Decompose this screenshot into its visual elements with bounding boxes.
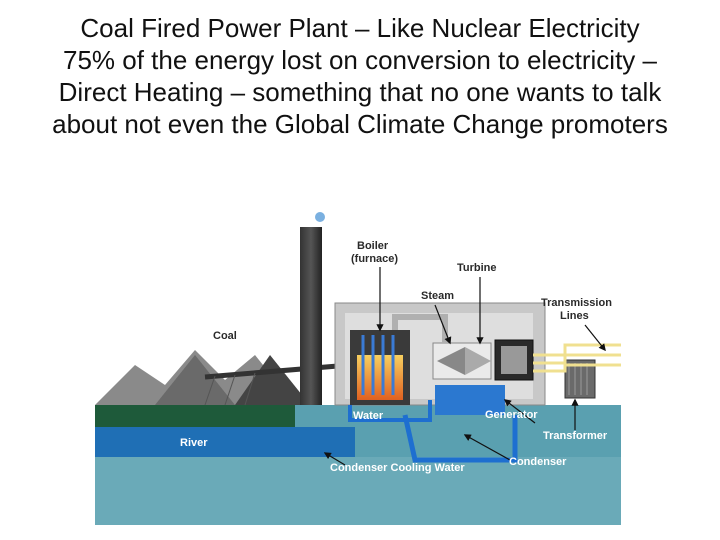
title-line-1: Coal Fired Power Plant – Like Nuclear El…	[80, 13, 640, 43]
label-turbine: Turbine	[457, 262, 497, 274]
label-condenser: Condenser	[509, 456, 567, 468]
water-return-pipe	[348, 400, 432, 422]
generator-face	[501, 346, 527, 374]
transformer-fins	[568, 363, 588, 395]
conveyor-belt	[204, 362, 351, 380]
label-lines: Lines	[560, 310, 589, 322]
title-line-3: Direct Heating – something that no one w…	[58, 77, 662, 107]
smoke-puff	[315, 212, 325, 222]
label-coal: Coal	[213, 330, 237, 342]
label-arrows	[323, 267, 606, 466]
power-plant-diagram: Boiler (furnace) Turbine Steam Transmiss…	[95, 212, 621, 525]
conveyor-supports	[204, 372, 256, 406]
turbine-rotor	[437, 347, 465, 375]
river-bank	[95, 457, 621, 525]
slide-title: Coal Fired Power Plant – Like Nuclear El…	[0, 12, 720, 140]
transmission-lines	[533, 343, 621, 373]
label-generator: Generator	[485, 409, 538, 421]
turbine-rotor-2	[465, 347, 491, 375]
label-transformer: Transformer	[543, 430, 608, 442]
label-water: Water	[353, 410, 384, 422]
coal-pile	[235, 355, 310, 405]
river-band	[95, 427, 355, 457]
label-steam: Steam	[421, 290, 454, 302]
boiler-fire	[357, 355, 403, 400]
condenser-box	[435, 385, 505, 415]
label-condenser-cooling-water: Condenser Cooling Water	[330, 462, 465, 474]
mountain-shade	[155, 355, 235, 405]
title-line-2: 75% of the energy lost on conversion to …	[63, 45, 657, 75]
boiler-tubes	[361, 335, 395, 395]
label-boiler: Boiler	[357, 240, 389, 252]
smokestack	[300, 227, 322, 405]
title-line-4: about not even the Global Climate Change…	[52, 109, 668, 139]
condenser-cooling-pipe	[402, 414, 518, 463]
ground-strip	[95, 405, 295, 427]
label-furnace: (furnace)	[351, 253, 398, 265]
label-transmission: Transmission	[541, 297, 612, 309]
label-river: River	[180, 437, 208, 449]
